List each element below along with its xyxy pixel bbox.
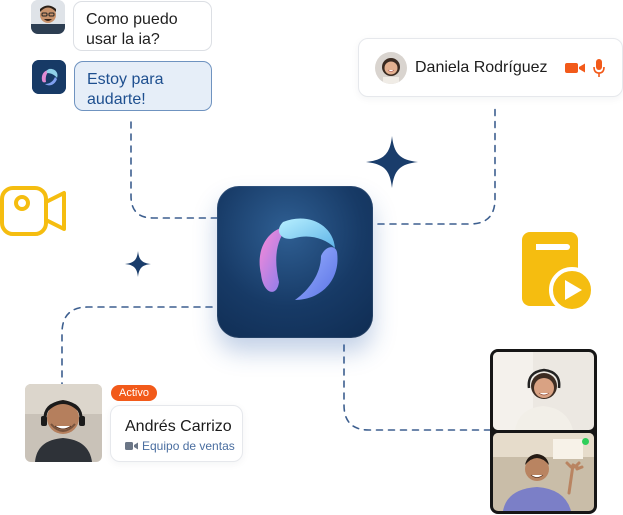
online-indicator <box>582 438 589 445</box>
video-tile-top <box>493 352 594 430</box>
profile-info-card[interactable]: Andrés Carrizo Equipo de ventas <box>110 405 243 462</box>
contact-name: Daniela Rodríguez <box>415 59 548 76</box>
connector-hub-profile <box>61 306 213 385</box>
profile-photo <box>25 384 102 462</box>
assistant-message-text: Estoy para audarte! <box>87 71 164 108</box>
sparkle-icon <box>125 251 151 277</box>
user-message-text: Como puedo usar la ia? <box>86 11 178 48</box>
ai-logo-icon <box>259 218 338 300</box>
video-file-play-icon <box>520 232 596 313</box>
contact-avatar <box>375 52 407 84</box>
video-camera-icon[interactable] <box>565 60 585 76</box>
video-tile-bottom <box>493 433 594 511</box>
user-message-bubble: Como puedo usar la ia? <box>73 1 212 51</box>
connector-hub-contact <box>377 105 496 225</box>
ai-hub-logo[interactable] <box>217 186 373 338</box>
profile-name: Andrés Carrizo <box>125 418 232 435</box>
sparkle-icon <box>366 136 418 188</box>
user-avatar <box>31 0 65 34</box>
microphone-icon[interactable] <box>593 58 605 78</box>
connector-chat-hub <box>130 121 218 219</box>
profile-role: Equipo de ventas <box>142 439 235 453</box>
video-call-phone <box>490 349 597 514</box>
profile-role-row: Equipo de ventas <box>125 439 235 453</box>
contact-card[interactable]: Daniela Rodríguez <box>358 38 623 97</box>
connector-hub-phone <box>343 344 491 431</box>
video-camera-outline-icon <box>0 184 66 238</box>
status-badge: Activo <box>111 385 157 401</box>
assistant-logo-avatar <box>32 60 66 94</box>
assistant-message-bubble: Estoy para audarte! <box>74 61 212 111</box>
video-camera-small-icon <box>125 442 138 450</box>
